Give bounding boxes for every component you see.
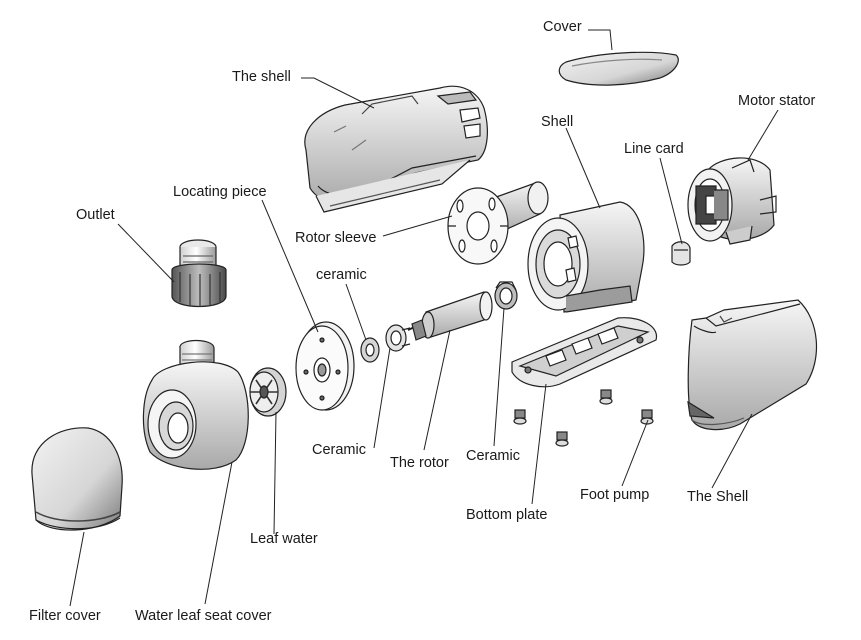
leader-ceramic-left bbox=[373, 347, 391, 449]
label-the-shell-top: The shell bbox=[232, 69, 291, 85]
label-the-shell-bottom: The Shell bbox=[687, 489, 749, 505]
leader-cover bbox=[588, 29, 613, 51]
leaf-water-part bbox=[249, 367, 287, 417]
leader-bottom-shell bbox=[711, 413, 753, 489]
leader-leaf-water bbox=[273, 411, 277, 535]
label-the-rotor: The rotor bbox=[390, 455, 449, 471]
label-bottom-plate: Bottom plate bbox=[466, 507, 548, 523]
label-leaf-water: Leaf water bbox=[250, 531, 318, 547]
shell-part bbox=[527, 201, 645, 313]
leader-ceramic-lower bbox=[345, 283, 367, 341]
label-line-card: Line card bbox=[624, 141, 684, 157]
foot-pump-feet bbox=[513, 389, 654, 447]
leader-water-leaf-seat bbox=[204, 461, 233, 605]
leader-ceramic-right bbox=[493, 307, 505, 447]
leader-line-card bbox=[659, 157, 683, 245]
ceramic-washer-1 bbox=[360, 337, 380, 363]
leader-locating-piece bbox=[261, 199, 319, 333]
leader-lines bbox=[69, 29, 779, 607]
filter-cover-part bbox=[31, 427, 123, 531]
ceramic-bushing-right bbox=[494, 281, 518, 310]
label-motor-stator: Motor stator bbox=[738, 93, 816, 109]
rotor-sleeve-part bbox=[447, 181, 549, 265]
foot-1 bbox=[513, 409, 527, 425]
outlet-part bbox=[171, 239, 227, 308]
bottom-plate-part bbox=[511, 317, 658, 388]
leader-rotor-sleeve bbox=[382, 215, 453, 237]
label-locating-piece: Locating piece bbox=[173, 184, 267, 200]
label-cover: Cover bbox=[543, 19, 582, 35]
label-rotor-sleeve: Rotor sleeve bbox=[295, 230, 377, 246]
line-card-part bbox=[671, 241, 691, 266]
leader-motor-stator bbox=[747, 109, 779, 161]
leader-top-shell bbox=[301, 77, 375, 109]
leader-rotor bbox=[423, 329, 451, 451]
rotor-part bbox=[407, 291, 493, 341]
label-ceramic-left: Ceramic bbox=[312, 442, 366, 458]
leader-bottom-plate bbox=[531, 383, 547, 505]
label-foot-pump: Foot pump bbox=[580, 487, 650, 503]
top-shell-part bbox=[304, 85, 488, 213]
label-ceramic-right: Ceramic bbox=[466, 448, 520, 464]
label-ceramic-lower: ceramic bbox=[316, 267, 367, 283]
cover-part bbox=[558, 51, 679, 86]
label-shell: Shell bbox=[541, 114, 574, 130]
leader-foot-pump bbox=[621, 419, 649, 487]
label-filter-cover: Filter cover bbox=[29, 608, 101, 624]
foot-3 bbox=[599, 389, 613, 405]
locating-piece-part bbox=[295, 321, 355, 411]
water-leaf-seat-cover-part bbox=[142, 339, 249, 470]
leader-outlet bbox=[117, 223, 175, 283]
label-water-leaf-seat-cover: Water leaf seat cover bbox=[135, 608, 272, 624]
bottom-shell-part bbox=[687, 299, 818, 431]
ceramic-bushing-left bbox=[385, 324, 411, 352]
motor-stator-part bbox=[687, 157, 777, 245]
foot-2 bbox=[555, 431, 569, 447]
foot-4 bbox=[640, 409, 654, 425]
leader-filter-cover bbox=[69, 531, 85, 607]
label-outlet: Outlet bbox=[76, 207, 115, 223]
leader-shell bbox=[565, 127, 601, 209]
